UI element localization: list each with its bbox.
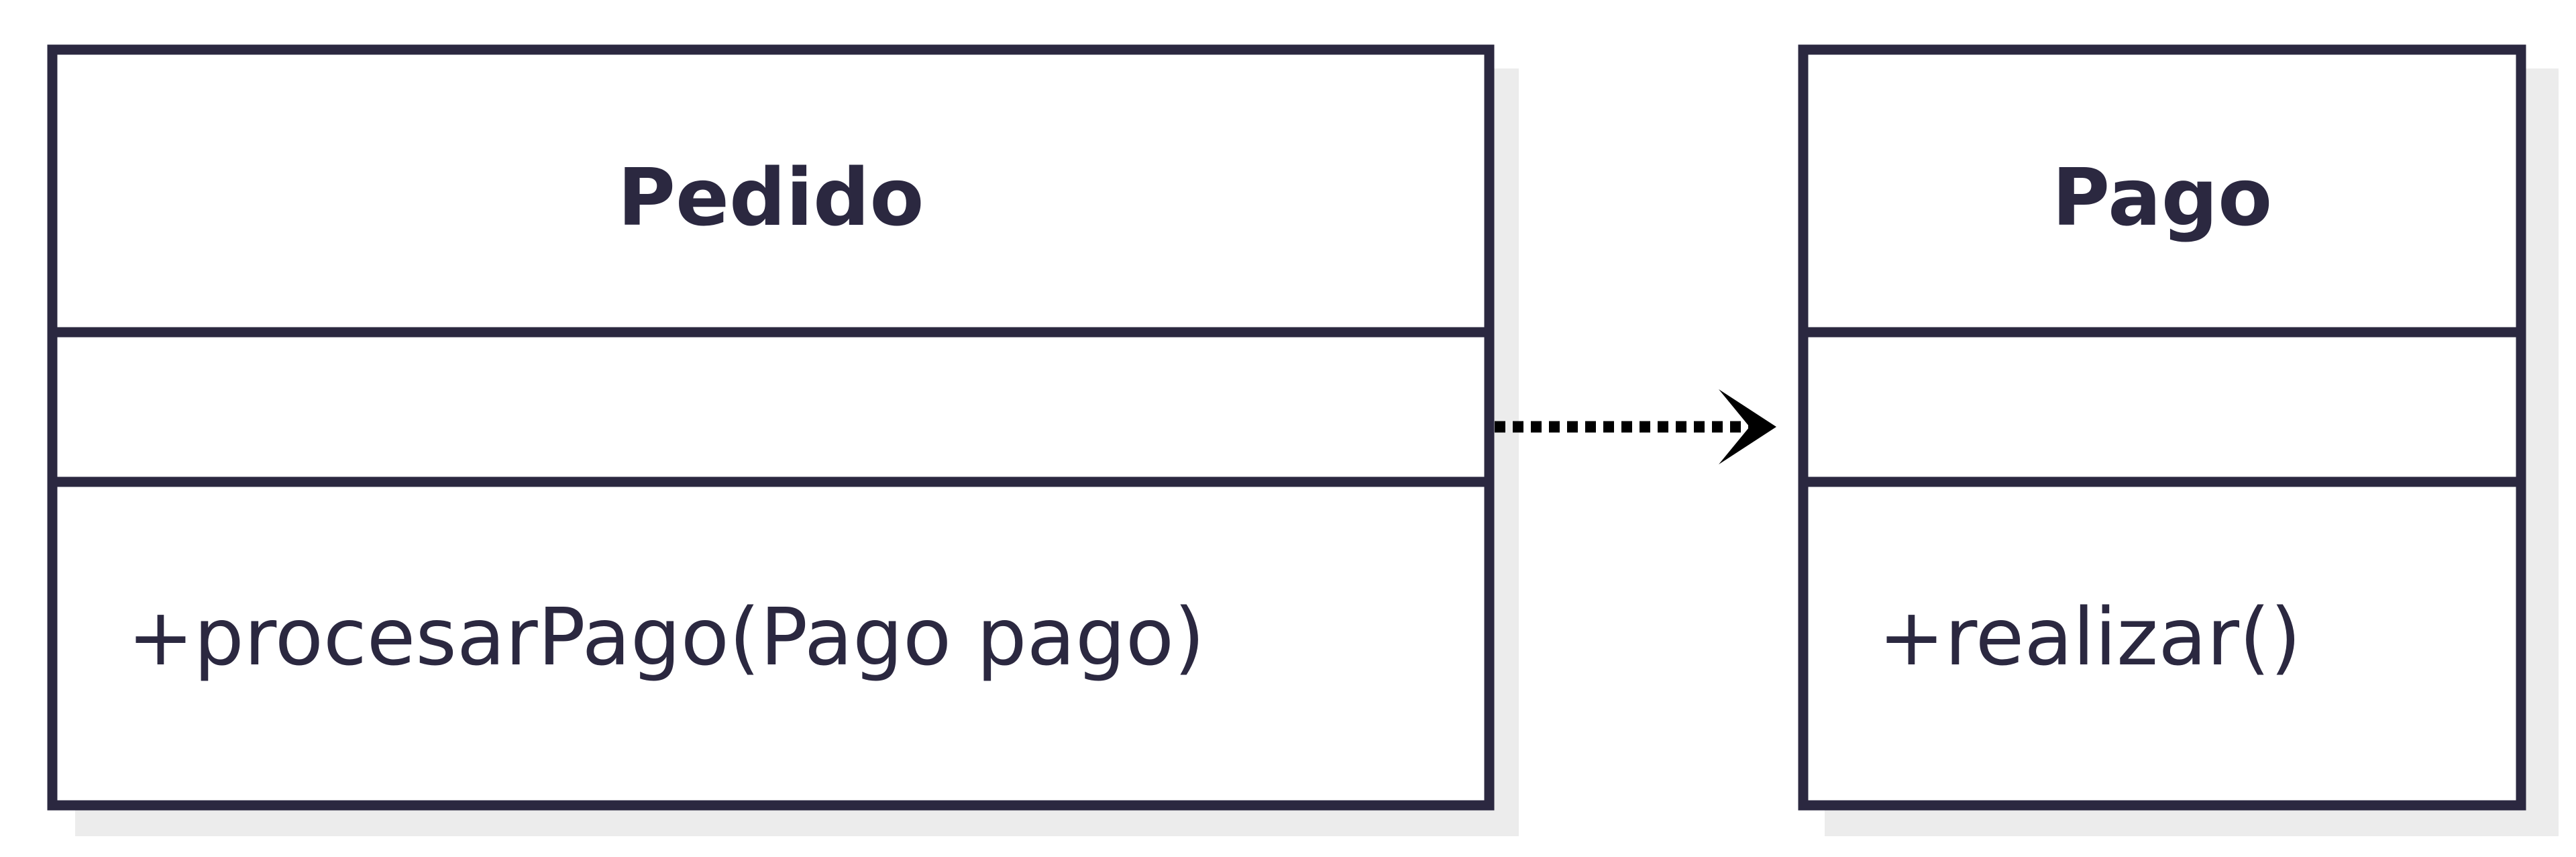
class-pedido-method: +procesarPago(Pago pago) (127, 591, 1205, 683)
class-pedido[interactable]: Pedido +procesarPago(Pago pago) (47, 44, 1519, 836)
arrowhead-open-icon (1719, 389, 1776, 464)
class-pago-box (1798, 44, 2526, 811)
dependency-arrow[interactable] (1495, 389, 1776, 464)
class-pedido-name: Pedido (618, 151, 924, 244)
class-pedido-box (47, 44, 1495, 811)
class-pago[interactable]: Pago +realizar() (1798, 44, 2559, 836)
class-pago-name: Pago (2052, 151, 2272, 244)
class-pago-method: +realizar() (1878, 591, 2301, 683)
